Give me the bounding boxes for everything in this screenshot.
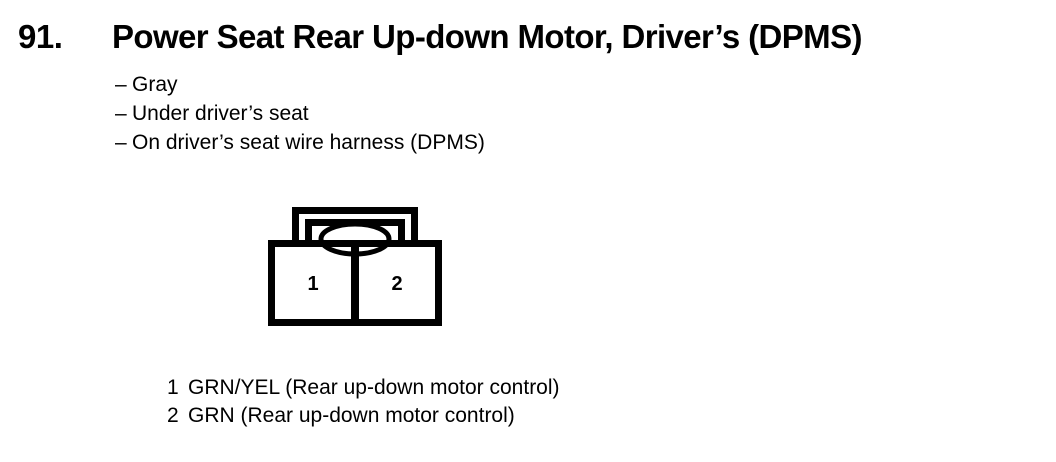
legend-pin-description: GRN/YEL (Rear up-down motor control) — [188, 376, 560, 399]
entry-heading: 91. Power Seat Rear Up-down Motor, Drive… — [18, 18, 1048, 58]
cavity-number-1: 1 — [307, 273, 318, 295]
connector-diagram: 1 2 — [265, 200, 455, 335]
dash-bullet-icon: – — [115, 102, 127, 125]
entry-number: 91. — [18, 18, 63, 55]
legend-pin-number: 1 — [167, 376, 179, 399]
legend-pin-description: GRN (Rear up-down motor control) — [188, 404, 515, 427]
dash-bullet-icon: – — [115, 131, 127, 154]
list-item: –Gray — [115, 70, 815, 99]
list-item-label: On driver’s seat wire harness (DPMS) — [132, 131, 485, 154]
cavity-number-2: 2 — [391, 273, 402, 295]
locking-tab-inner-icon — [305, 219, 405, 242]
list-item: 2 GRN (Rear up-down motor control) — [167, 402, 927, 430]
connector-svg: 1 2 — [268, 207, 442, 326]
connector-attribute-list: –Gray –Under driver’s seat –On driver’s … — [115, 70, 815, 157]
legend-pin-number: 2 — [167, 404, 179, 427]
dash-bullet-icon: – — [115, 73, 127, 96]
locking-tab-outer-icon — [292, 207, 418, 242]
page-title: Power Seat Rear Up-down Motor, Driver’s … — [112, 18, 862, 55]
list-item: –On driver’s seat wire harness (DPMS) — [115, 128, 815, 157]
list-item: 1 GRN/YEL (Rear up-down motor control) — [167, 374, 927, 402]
list-item-label: Gray — [132, 73, 178, 96]
list-item-label: Under driver’s seat — [132, 102, 309, 125]
list-item: –Under driver’s seat — [115, 99, 815, 128]
connector-body-outline — [268, 240, 442, 326]
